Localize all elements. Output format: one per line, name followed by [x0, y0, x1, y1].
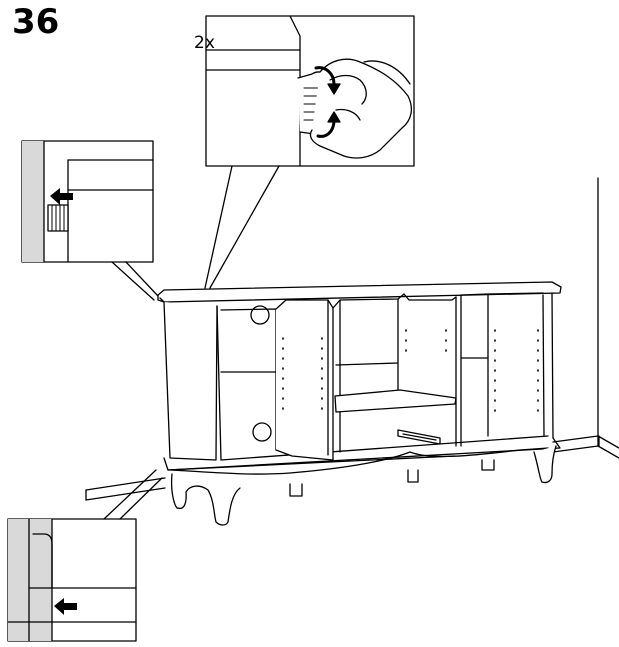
callout-bottom: [7, 469, 163, 642]
callout-top: [204, 15, 415, 289]
callout-left: [21, 140, 159, 301]
arrow-left-icon: [50, 188, 73, 205]
room-wall: [85, 177, 619, 501]
rotate-arrows-icon: [314, 66, 341, 138]
quantity-label: 2x: [194, 33, 215, 53]
shelf-pin-holes: [282, 329, 539, 412]
tv-bench: [157, 281, 562, 526]
step-number: 36: [12, 2, 60, 42]
arrow-left-icon: [54, 598, 77, 615]
